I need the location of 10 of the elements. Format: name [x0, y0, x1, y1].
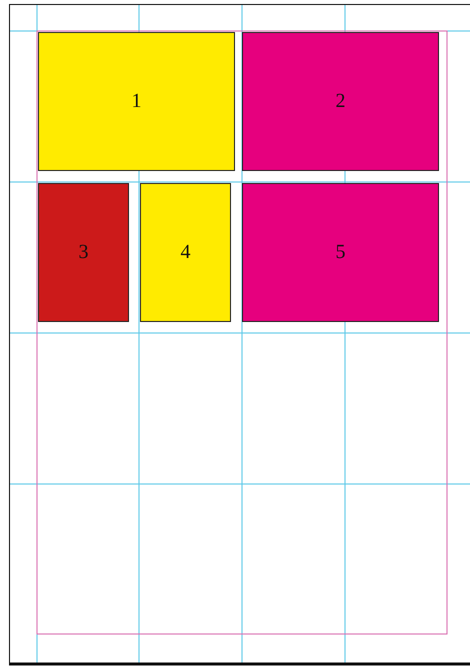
- block-number: 2: [336, 90, 346, 113]
- layout-block: [38, 183, 129, 322]
- layout-block: [242, 32, 439, 171]
- block-number: 1: [132, 90, 142, 113]
- block-number: 4: [180, 241, 190, 264]
- block-number: 3: [78, 241, 88, 264]
- block-number: 5: [336, 241, 346, 264]
- layout-block: [38, 32, 235, 171]
- layout-block: [242, 183, 439, 322]
- layout-block: [140, 183, 231, 322]
